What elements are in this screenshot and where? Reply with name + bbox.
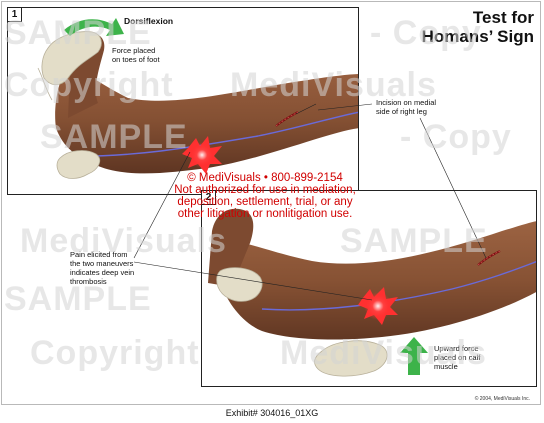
panel-2-drawing <box>208 208 536 377</box>
upward-label-line: muscle <box>434 362 458 371</box>
watermark-medivisuals-1: MediVisuals <box>230 66 437 104</box>
copyright-small: © 2004, MediVisuals Inc. <box>474 396 530 402</box>
exhibit-number: Exhibit# 304016_01XG <box>225 408 319 418</box>
dorsiflexion-arrow <box>64 18 124 36</box>
watermark-copy-1: - Copy <box>370 14 482 52</box>
foot-shape-2 <box>208 208 254 287</box>
watermark-sample-2: SAMPLE <box>40 118 188 156</box>
incision-label-line: side of right leg <box>376 107 427 116</box>
panel-1-number: 1 <box>8 8 22 22</box>
incision-label: Incision on medial side of right leg <box>376 98 436 116</box>
illustration-sheet: 1 <box>1 1 541 405</box>
outer-border <box>1 1 541 405</box>
watermark-copyright-1: Copyright <box>4 66 174 104</box>
leg-shape <box>55 67 358 174</box>
pain-label: Pain elicited from the two maneuvers ind… <box>70 250 134 286</box>
usage-notice: © MediVisuals • 800-899-2154 Not authori… <box>125 172 405 220</box>
pain-label-line: the two maneuvers <box>70 259 134 268</box>
vein-line-2 <box>261 261 536 311</box>
leader-lines <box>133 103 487 301</box>
pain-label-line: indicates deep vein <box>70 268 135 277</box>
panel-1-drawing <box>37 18 358 179</box>
force-label-line: Force placed <box>112 46 156 55</box>
watermark-sample-1: SAMPLE <box>4 14 152 52</box>
notice-line: Not authorized for use in mediation, <box>174 184 356 196</box>
upward-arrow <box>400 337 428 375</box>
upward-label-line: placed on calf <box>434 353 481 362</box>
incision-label-line: Incision on medial <box>376 98 437 107</box>
watermark-copyright-2: Copyright <box>30 334 200 372</box>
vein-line <box>62 111 358 157</box>
glove-calf <box>314 340 388 377</box>
upward-label: Upward force placed on calf muscle <box>434 344 480 371</box>
notice-line: other litigation or nonlitigation use. <box>177 208 353 220</box>
glove-top <box>41 31 102 86</box>
glove-foot <box>216 267 263 302</box>
watermark-copy-2: - Copy <box>400 118 512 156</box>
panel-2: 2 Upward force placed on calf <box>201 190 537 387</box>
force-label-line: on toes of foot <box>112 55 160 64</box>
title-line-1: Test for <box>472 8 534 27</box>
pain-label-line: Pain elicited from <box>70 250 128 259</box>
incision-mark <box>275 111 299 127</box>
pain-label-line: thrombosis <box>70 277 107 286</box>
dorsiflexion-label: Dorsiflexion <box>124 16 174 26</box>
watermark-sample-4: SAMPLE <box>4 280 152 318</box>
title-line-2: Homans’ Sign <box>421 27 534 46</box>
glove-bottom <box>56 150 101 179</box>
notice-line: deposition, settlement, trial, or any <box>177 196 353 208</box>
page-title: Test for Homans’ Sign <box>422 8 534 46</box>
incision-mark-2 <box>477 250 501 266</box>
notice-line: © MediVisuals • 800-899-2154 <box>187 172 343 184</box>
panel-2-number: 2 <box>202 191 216 205</box>
watermark-sample-3: SAMPLE <box>340 222 488 260</box>
upward-label-line: Upward force <box>434 344 479 353</box>
watermark-medivisuals-2: MediVisuals <box>20 222 227 260</box>
force-label: Force placed on toes of foot <box>112 46 160 64</box>
panel-1: 1 <box>7 7 359 195</box>
watermark-medivisuals-3: MediVisuals <box>280 334 487 372</box>
